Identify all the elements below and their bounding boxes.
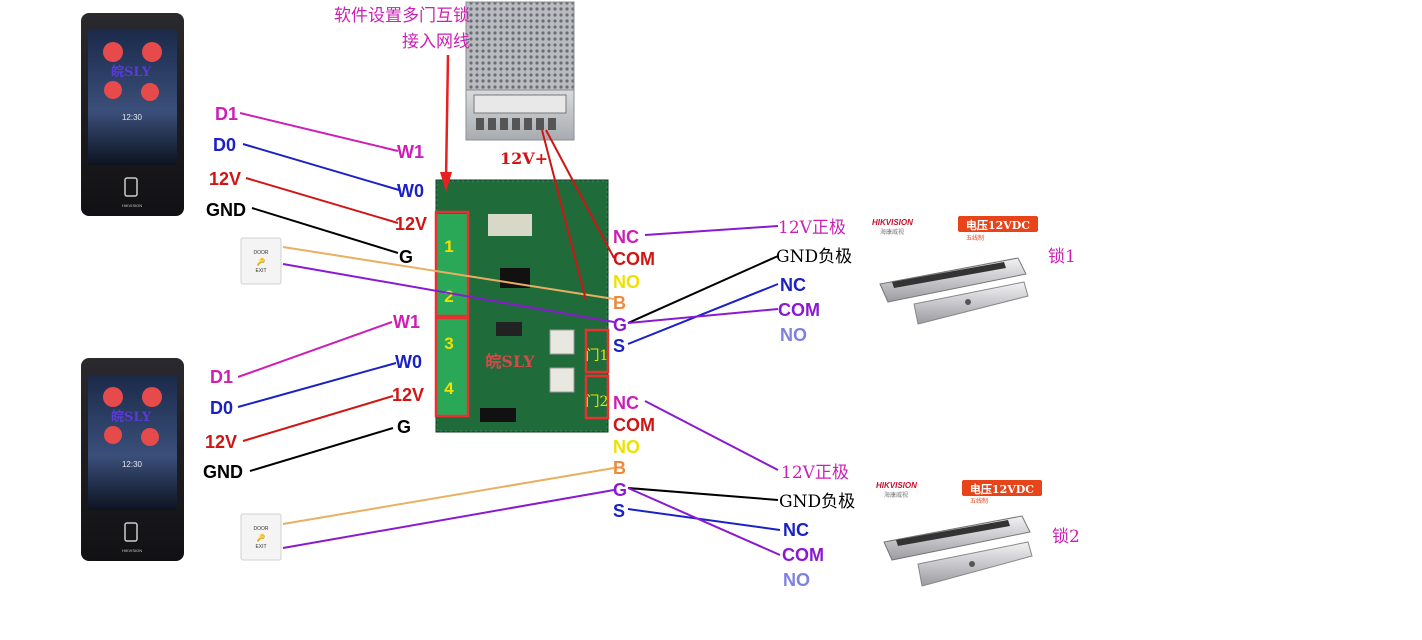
wires (237, 112, 781, 556)
relay-1-no: NO (613, 272, 640, 292)
lock-2-nc: NC (783, 520, 809, 540)
reader-1-wire-12v: 12V (209, 169, 241, 189)
board-block-2: 2 (444, 287, 453, 306)
card-icon (124, 522, 138, 542)
terminal-12v-top: 12V (395, 214, 427, 234)
svg-text:DOOR: DOOR (254, 250, 269, 256)
power-supply (465, 1, 575, 141)
software-note-line2: 接入网线 (402, 32, 470, 52)
lock-1-brand: HIKVISION (872, 218, 913, 227)
relay-1-s: S (613, 336, 625, 356)
lock-2-com: COM (782, 545, 824, 565)
lock-1-ground: GND负极 (776, 247, 852, 267)
terminal-w1-bottom: W1 (393, 312, 420, 332)
reader-1-watermark: 皖SLY (111, 64, 152, 80)
reader-1-brand: HIKVISION (122, 203, 142, 208)
board-watermark: 皖SLY (485, 352, 535, 371)
relay-2-nc: NC (613, 393, 639, 413)
relay-1-com: COM (613, 249, 655, 269)
face-reader-1: 皖SLY 12:30 HIKVISION (81, 13, 184, 216)
terminal-g-top: G (399, 247, 413, 267)
reader-1-time: 12:30 (122, 113, 143, 122)
magnetic-lock-1: HIKVISION 海康威视 电压12VDC 五线制 锁1 (872, 216, 1076, 325)
relay-1-nc: NC (613, 227, 639, 247)
exit-button-1: DOOR 🔑 EXIT (240, 237, 282, 285)
terminal-g-bottom: G (397, 417, 411, 437)
board-block-4: 4 (444, 379, 454, 398)
board-block-1: 1 (444, 237, 453, 256)
lock-2-voltage: 电压12VDC (970, 482, 1034, 496)
lock-1-positive: 12V正极 (778, 218, 846, 238)
relay-2-com: COM (613, 415, 655, 435)
relay-2-no: NO (613, 437, 640, 457)
door-block-1: 门1 (586, 348, 609, 364)
face-reader-2: 皖SLY 12:30 HIKVISION (81, 358, 184, 561)
network-arrow (440, 54, 452, 192)
lock-2-brand-cn: 海康威视 (884, 491, 908, 499)
lock-1-wire-type: 五线制 (966, 234, 984, 242)
card-icon (124, 177, 138, 197)
lock-2-ground: GND负极 (779, 492, 855, 512)
board-block-3: 3 (444, 334, 453, 353)
key-icon: 🔑 (257, 533, 266, 542)
lock-2-wire-type: 五线制 (970, 497, 988, 505)
reader-2-wire-d0: D0 (210, 398, 233, 418)
relay-1-g: G (613, 315, 627, 335)
lock-1-brand-cn: 海康威视 (880, 228, 904, 236)
relay-1-b: B (613, 293, 626, 313)
psu-label: 12V+ (500, 149, 548, 168)
svg-text:DOOR: DOOR (254, 526, 269, 532)
controller-board: 1 2 3 4 门1 门2 皖SLY (434, 179, 610, 433)
reader-2-wire-gnd: GND (203, 462, 243, 482)
relay-2-g: G (613, 480, 627, 500)
reader-1-screen (88, 30, 177, 165)
lock-1-com: COM (778, 300, 820, 320)
reader-1-wire-gnd: GND (206, 200, 246, 220)
lock-2-no: NO (783, 570, 810, 590)
terminal-w0-bottom: W0 (395, 352, 422, 372)
reader-2-time: 12:30 (122, 460, 143, 469)
terminal-w0-top: W0 (397, 181, 424, 201)
relay-2-s: S (613, 501, 625, 521)
door-block-2: 门2 (586, 394, 609, 410)
reader-1-wire-d0: D0 (213, 135, 236, 155)
lock-2-positive: 12V正极 (781, 463, 849, 483)
relay-2-b: B (613, 458, 626, 478)
reader-2-brand: HIKVISION (122, 548, 142, 553)
svg-text:EXIT: EXIT (255, 544, 266, 550)
key-icon: 🔑 (257, 257, 266, 266)
exit-button-2: DOOR 🔑 EXIT (240, 513, 282, 561)
lock-1-no: NO (780, 325, 807, 345)
lock-1-nc: NC (780, 275, 806, 295)
lock-2-brand: HIKVISION (876, 481, 917, 490)
lock-2-name: 锁2 (1052, 527, 1080, 547)
reader-2-screen (88, 375, 177, 510)
reader-2-watermark: 皖SLY (111, 409, 152, 425)
magnetic-lock-2: HIKVISION 海康威视 电压12VDC 五线制 锁2 (876, 480, 1080, 587)
lock-1-name: 锁1 (1048, 247, 1076, 267)
terminal-12v-bottom: 12V (392, 385, 424, 405)
lock-1-voltage: 电压12VDC (966, 218, 1030, 232)
reader-2-wire-12v: 12V (205, 432, 237, 452)
reader-1-wire-d1: D1 (215, 104, 238, 124)
terminal-w1-top: W1 (397, 142, 424, 162)
software-note-line1: 软件设置多门互锁 (334, 6, 470, 26)
svg-text:EXIT: EXIT (255, 268, 266, 274)
reader-2-wire-d1: D1 (210, 367, 233, 387)
